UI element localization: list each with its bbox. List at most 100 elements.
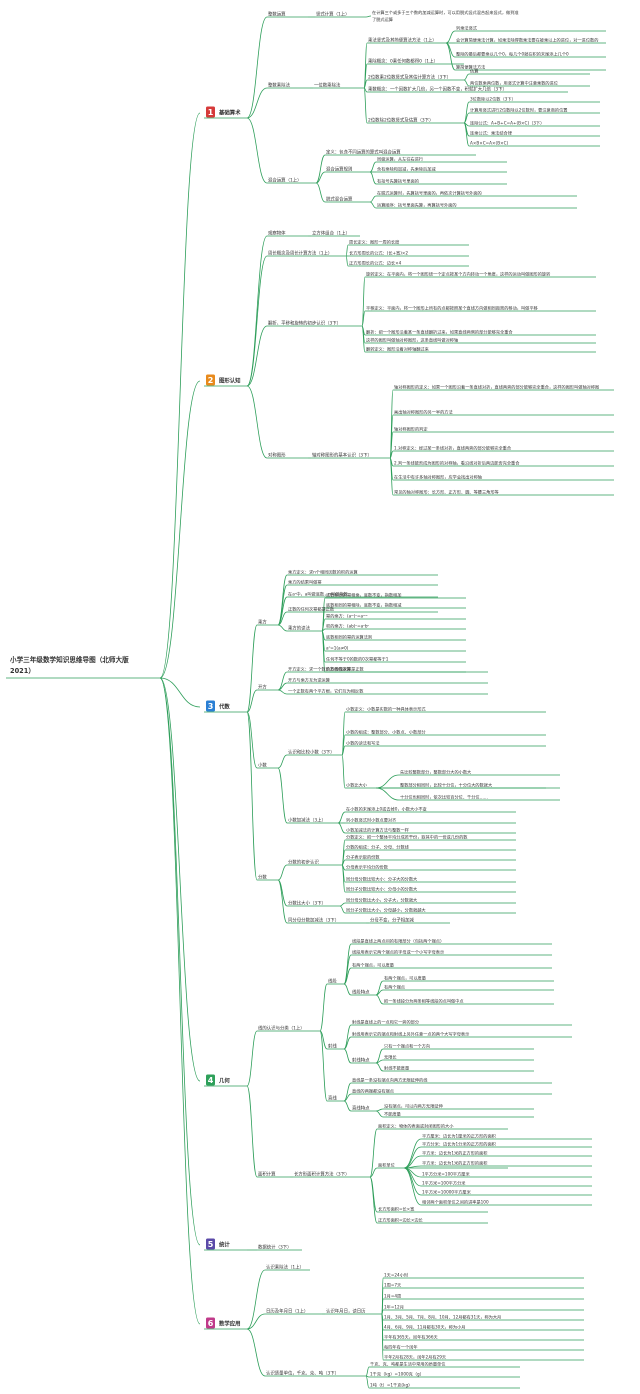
branch-geometry-number-badge [206, 1074, 215, 1086]
branch-basic-arithmetic-number: 1 [208, 108, 214, 117]
branch-link [463, 122, 470, 147]
branch-applications-title: 数学应用 [219, 1320, 241, 1328]
leaf-fraction-intro: 分数的组成：分子、分母、分数线 [346, 844, 410, 851]
branch-link [375, 994, 384, 1005]
branch-link [389, 457, 394, 496]
leaf-power: 乘方的结果叫做幂 [288, 579, 322, 586]
node-perimeter: 周长概念及周长计算方法（1上） [268, 250, 332, 257]
node-mul-column: 乘法竖式及其简便算法方法（1上） [368, 37, 437, 44]
branch-link [246, 255, 268, 387]
branch-link [403, 1167, 422, 1206]
branch-link [341, 864, 346, 893]
leaf-line: 直线是一条没有端点向两方无限延伸的线 [352, 1077, 428, 1084]
leaf-area-units: 1平方米=100平方分米 [422, 1180, 466, 1187]
leaf-fraction-intro: 同分母分数比较大小：分子大的分数大 [346, 876, 417, 883]
leaf-power-read: 负数的偶次幂是正数 [326, 666, 365, 673]
branch-link [321, 630, 326, 673]
node-mixed-def: 定义：包含不同运算的算式叫混合运算 [326, 149, 401, 156]
leaf-fraction-intro: 同分子分数比较大小：分母小的分数大 [346, 886, 417, 893]
node-2digit-div: 2位数除2位数竖式及估算（3下） [368, 117, 433, 124]
node-fraction-compare: 分数比大小（3下） [288, 900, 326, 907]
branch-link [159, 380, 201, 679]
node-power: 乘方 [258, 619, 267, 626]
leaf-root: 开方定义：求一个数的方根的运算 [288, 666, 351, 673]
branch-link [246, 117, 268, 184]
node-calendar: 日历及年月日（1上） [266, 1308, 308, 1315]
leaf-compare-decimal: 小数的组成：整数部分、小数点、小数部分 [346, 729, 426, 736]
branch-link [159, 677, 201, 708]
leaf-power-read: 任何不等于0的数的0次幂都等于1 [326, 656, 389, 663]
leaf-segment-traits: 有两个端点，可以度量 [384, 975, 426, 982]
branch-link [319, 1030, 328, 1102]
leaf-compare-decimal: 小数比大小 [346, 782, 368, 789]
branch-link [365, 1375, 370, 1389]
leaf-power-read: 底数相同的幂相除，底数不变，指数相减 [326, 602, 402, 609]
leaf-area-units: 平方分米：边长为1分米的正方形的面积 [422, 1141, 496, 1148]
branch-link [369, 201, 377, 209]
leaf-decimal-addsub: 在小数的末尾添上0或去掉0，小数大小不变 [346, 806, 427, 813]
branch-link [343, 1024, 352, 1050]
branch-link [246, 16, 268, 119]
node-fraction-intro: 分数的初步认识 [288, 859, 319, 866]
leaf-segment: 线段用表示它两个端点的字母或一个小写字母表示 [352, 949, 444, 956]
node-root: 开方 [258, 684, 267, 691]
leaf-calendar: 1周=7天 [384, 1283, 402, 1289]
branch-link [381, 1313, 384, 1361]
branch-link [445, 30, 456, 44]
node-column-calc: 竖式计算（1上） [316, 11, 350, 18]
leaf-area-formula: 长方形面积=长×宽 [378, 1206, 415, 1213]
node-axis-symmetry: 轴对称图形的基本认识（3下） [312, 452, 372, 459]
leaf-calendar: 平年有365天，闰年有366天 [384, 1334, 438, 1341]
branch-algebra-title: 代数 [218, 703, 230, 711]
branch-link [463, 79, 470, 87]
leaf-flip-move-rotate: 翻折：把一个图形沿着某一条直线翻折过来，如果直线两侧的部分能够完全重合 [366, 329, 513, 336]
node-fraction: 分数 [258, 874, 267, 881]
branch-link [369, 171, 377, 185]
leaf-axis-symmetry: 画出轴对称图形的另一半的方法 [394, 409, 453, 416]
leaf-calendar: 1月=4周 [384, 1294, 401, 1300]
leaf-ray: 射线用表示它的端点和射线上另外任意一点的两个大写字母表示 [352, 1031, 469, 1038]
branch-applications-number-badge [206, 1317, 215, 1329]
branch-shapes-number-badge [206, 374, 215, 386]
leaf-ray: 射线是直线上的一点和它一旁的部分 [352, 1019, 420, 1026]
branch-link [246, 87, 268, 119]
leaf-column-calc: 了脱式运算 [372, 16, 393, 23]
leaf-power-read: 积的乘方：(ab)ⁿ=aⁿbⁿ [326, 623, 369, 630]
branch-link [403, 1138, 422, 1169]
leaf-mul-column: 列乘法竖式 [456, 25, 478, 32]
branch-link [463, 73, 470, 81]
branch-link [365, 15, 372, 18]
leaf-compare-decimal: 小数定义：小数是实数的一种具体表示形式 [346, 706, 426, 713]
leaf-area-formula: 正方形面积=边长×边长 [378, 1217, 424, 1224]
node-cube-combo: 立方体组合（1上） [312, 230, 350, 237]
branch-link [246, 1328, 266, 1377]
branch-link [159, 112, 201, 679]
branch-link [375, 774, 400, 789]
leaf-perimeter: 正方形周长的公式：边长×4 [349, 260, 402, 267]
branch-link [319, 1030, 328, 1050]
leaf-calendar: 1天=24小时 [384, 1272, 409, 1279]
node-observe: 观察物体 [268, 230, 286, 237]
branch-link [277, 879, 288, 924]
leaf-decimal-size: 先比较整数部分，整数部分大的小数大 [400, 769, 471, 776]
leaf-axis-symmetry: 在生活中有许多轴对称图形，应学会找出对称轴 [394, 474, 482, 481]
leaf-mul-column: 算简便算法方法 [456, 64, 485, 71]
branch-link [246, 624, 258, 713]
leaf-flip-move-rotate: 旋转定义：在平面内，将一个图形绕一个定点按某个方向转动一个角度，这样的运动叫做图… [366, 271, 550, 278]
branch-statistics-title: 统计 [219, 1241, 230, 1249]
leaf-2digit-div: 3位数除以2位数（3下） [470, 96, 516, 103]
leaf-calendar: 平年2月有28天，闰年2月有29天 [384, 1354, 447, 1361]
branch-link [315, 182, 326, 203]
leaf-axis-symmetry: 2.判一条线能否成为图形的对称轴，看沿线对折后两边能否完全重合 [394, 460, 520, 467]
leaf-mul-column: 整除的最后都要乘以几个0，每几个0就在积的末尾添上几个0 [456, 51, 569, 58]
branch-link [277, 596, 288, 626]
node-one-digit: 一位数乘除法 [314, 82, 341, 89]
leaf-2x2-digit: 估算 [470, 68, 478, 75]
branch-link [403, 1146, 422, 1169]
branch-link [337, 822, 346, 834]
leaf-power-read: 幂的乘方：(aᵐ)ⁿ=aᵐⁿ [326, 613, 368, 620]
node-power-read: 乘方的读法 [288, 625, 311, 632]
node-same-denominator: 同分母分数加减法（3下） [288, 917, 339, 924]
leaf-decimal-addsub: 列小数竖式时小数点要对齐 [346, 817, 397, 824]
leaf-calendar: 1年=12月 [384, 1304, 404, 1311]
